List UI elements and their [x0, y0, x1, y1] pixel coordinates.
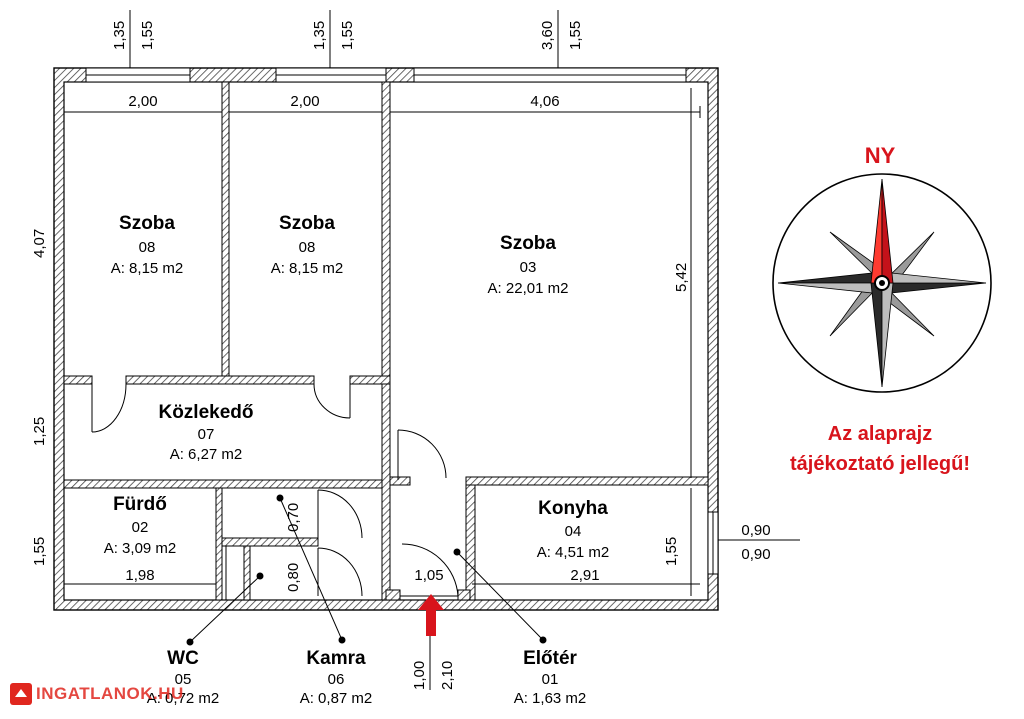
dim-top-w1: 1,35: [111, 21, 128, 50]
disclaimer-line-1: Az alaprajz: [828, 423, 932, 445]
room-area-wc: A: 0,72 m2: [147, 690, 220, 707]
room-name-living: Szoba: [500, 233, 556, 254]
dim-left-bed-h: 4,07: [31, 229, 48, 258]
dim-entry-door-w: 1,00: [411, 661, 428, 690]
room-number-wc: 05: [175, 671, 192, 688]
room-name-bed1: Szoba: [119, 213, 175, 234]
watermark-logo: INGATLANOK.HU: [10, 682, 184, 706]
dim-living-h: 5,42: [673, 263, 690, 292]
dim-top-h3: 1,55: [567, 21, 584, 50]
room-number-kitchen: 04: [565, 523, 582, 540]
dim-left-bath-h: 1,55: [31, 537, 48, 566]
dim-kitchen-h: 1,55: [663, 537, 680, 566]
dim-bed2-w: 2,00: [290, 93, 319, 110]
room-area-living: A: 22,01 m2: [488, 280, 569, 297]
dim-kitchen-window-w: 0,90: [741, 522, 770, 539]
dim-entry-w: 1,05: [414, 567, 443, 584]
room-area-hall: A: 6,27 m2: [170, 446, 243, 463]
dimension-labels: 1,35 1,55 1,35 1,55 3,60 1,55 2,00 2,00 …: [31, 21, 771, 690]
room-area-bed1: A: 8,15 m2: [111, 260, 184, 277]
room-name-hall: Közlekedő: [158, 402, 253, 423]
room-number-bath: 02: [132, 519, 149, 536]
watermark-text: INGATLANOK.HU: [36, 684, 184, 703]
dim-pantry-door: 0,80: [285, 563, 302, 592]
compass-rose-icon: NY: [772, 143, 992, 393]
room-area-kitchen: A: 4,51 m2: [537, 544, 610, 561]
dim-kitchen-window-h: 0,90: [741, 546, 770, 563]
entrance-arrow-icon: [418, 594, 444, 636]
room-area-bath: A: 3,09 m2: [104, 540, 177, 557]
dim-wc-door: 0,70: [285, 503, 302, 532]
door-swings: [91, 383, 459, 600]
dim-top-h2: 1,55: [339, 21, 356, 50]
room-area-entry: A: 1,63 m2: [514, 690, 587, 707]
room-number-bed1: 08: [139, 239, 156, 256]
disclaimer-line-2: tájékoztató jellegű!: [790, 453, 970, 475]
dim-kitchen-w: 2,91: [570, 567, 599, 584]
dim-left-hall-h: 1,25: [31, 417, 48, 446]
room-name-entry: Előtér: [523, 648, 577, 669]
dim-top-w2: 1,35: [311, 21, 328, 50]
windows: [85, 67, 719, 575]
interior-walls: [63, 81, 709, 601]
room-area-bed2: A: 8,15 m2: [271, 260, 344, 277]
room-name-bath: Fürdő: [113, 494, 167, 515]
leader-lines: [186, 494, 547, 646]
house-logo-icon: [10, 683, 32, 705]
dimension-lines: [63, 10, 800, 690]
disclaimer-note: Az alaprajz tájékoztató jellegű!: [790, 423, 970, 475]
compass-label: NY: [865, 143, 896, 168]
dim-bath-w: 1,98: [125, 567, 154, 584]
room-number-hall: 07: [198, 426, 215, 443]
dim-entry-door-h: 2,10: [439, 661, 456, 690]
dim-bed1-w: 2,00: [128, 93, 157, 110]
dim-living-w: 4,06: [530, 93, 559, 110]
room-number-pantry: 06: [328, 671, 345, 688]
room-area-pantry: A: 0,87 m2: [300, 690, 373, 707]
room-name-wc: WC: [167, 648, 199, 669]
room-number-entry: 01: [542, 671, 559, 688]
room-number-living: 03: [520, 259, 537, 276]
dim-top-w3: 3,60: [539, 21, 556, 50]
room-labels: Szoba 08 A: 8,15 m2 Szoba 08 A: 8,15 m2 …: [104, 213, 610, 707]
dim-top-h1: 1,55: [139, 21, 156, 50]
room-name-pantry: Kamra: [306, 648, 366, 669]
room-name-bed2: Szoba: [279, 213, 335, 234]
room-number-bed2: 08: [299, 239, 316, 256]
room-name-kitchen: Konyha: [538, 498, 608, 519]
